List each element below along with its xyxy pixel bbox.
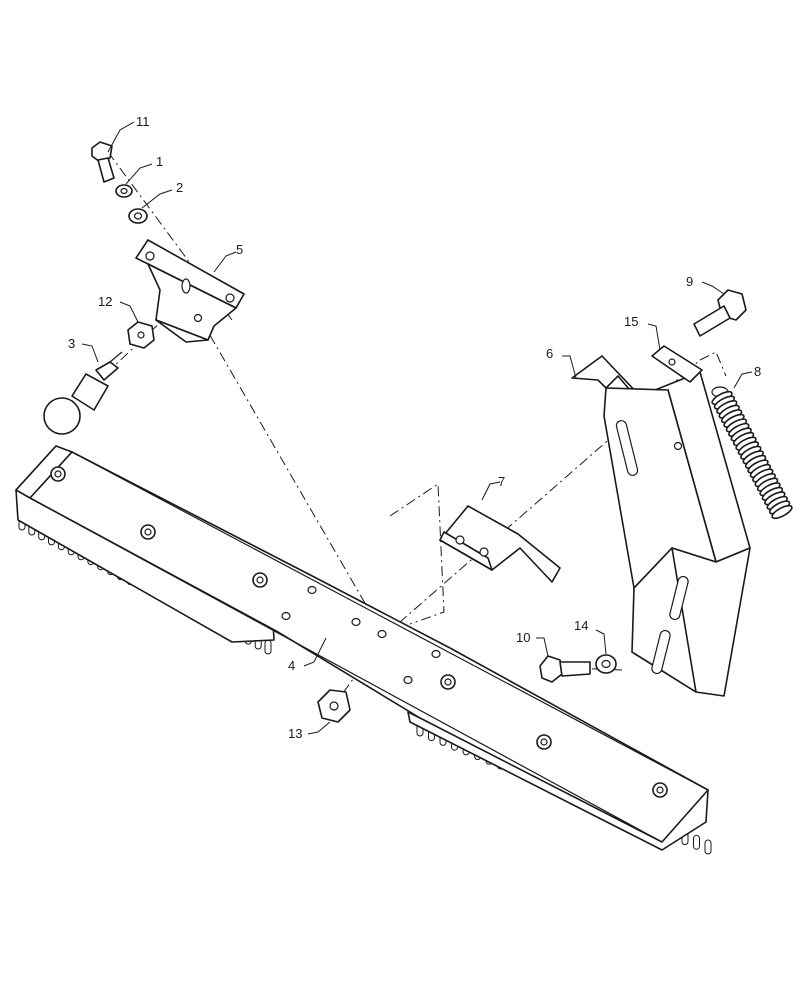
bolt-head [652, 782, 668, 798]
svg-text:2: 2 [176, 180, 183, 195]
svg-text:9: 9 [686, 274, 693, 289]
svg-text:15: 15 [624, 314, 638, 329]
coil-spring [711, 386, 793, 520]
hex-bolt-side [539, 655, 591, 683]
callout-12: 12 [98, 294, 139, 323]
scraper-tooth [264, 639, 272, 655]
strip-hole [351, 617, 361, 627]
mounting-plate [135, 239, 245, 343]
scraper-tooth [704, 839, 712, 855]
strip-hole [403, 675, 413, 685]
angle-bracket [439, 505, 561, 583]
callout-10: 10 [516, 630, 549, 657]
lock-washer [115, 184, 133, 198]
bolt-head [536, 734, 552, 750]
callout-6: 6 [546, 346, 577, 379]
svg-text:13: 13 [288, 726, 302, 741]
spring-coil [771, 504, 793, 520]
callout-15: 15 [624, 314, 661, 351]
bolt-head [50, 466, 66, 482]
svg-text:14: 14 [574, 618, 588, 633]
washer-side [595, 654, 617, 674]
strip-hole [431, 649, 441, 659]
callout-5: 5 [213, 242, 243, 273]
hex-nut-large [317, 689, 351, 723]
callout-8: 8 [733, 364, 761, 389]
callout-2: 2 [141, 180, 183, 209]
strip-hole [281, 611, 291, 621]
bracket-slot [651, 629, 671, 675]
support-bracket [571, 355, 751, 697]
svg-text:1: 1 [156, 154, 163, 169]
bracket-hole [673, 441, 683, 451]
callout-4: 4 [288, 637, 327, 673]
callout-11: 11 [107, 114, 150, 153]
bracket-slot [669, 575, 689, 621]
svg-text:4: 4 [288, 658, 295, 673]
svg-text:5: 5 [236, 242, 243, 257]
callout-14: 14 [574, 618, 607, 655]
strip-hole [377, 629, 387, 639]
hex-bolt-right [693, 289, 747, 337]
callout-1: 1 [125, 154, 163, 185]
ball-stud [43, 351, 123, 435]
callout-7: 7 [481, 474, 505, 501]
steel-strip [29, 451, 709, 843]
callout-13: 13 [288, 721, 331, 741]
bolt-head [140, 524, 156, 540]
callout-9: 9 [686, 274, 725, 295]
small-plate [651, 345, 703, 383]
svg-text:6: 6 [546, 346, 553, 361]
svg-text:12: 12 [98, 294, 112, 309]
hex-nut-small [127, 321, 155, 349]
scraper-tooth [693, 834, 700, 850]
svg-text:7: 7 [498, 474, 505, 489]
svg-text:8: 8 [754, 364, 761, 379]
flat-washer [128, 208, 148, 224]
bracket-slot [615, 420, 639, 476]
svg-text:11: 11 [136, 114, 150, 129]
hex-bolt-top [91, 141, 115, 183]
svg-text:3: 3 [68, 336, 75, 351]
callout-3: 3 [68, 336, 99, 363]
bolt-head [252, 572, 268, 588]
scraper-bar-assembly [15, 445, 712, 855]
bolt-head [440, 674, 456, 690]
strip-hole [307, 585, 317, 595]
svg-text:10: 10 [516, 630, 530, 645]
